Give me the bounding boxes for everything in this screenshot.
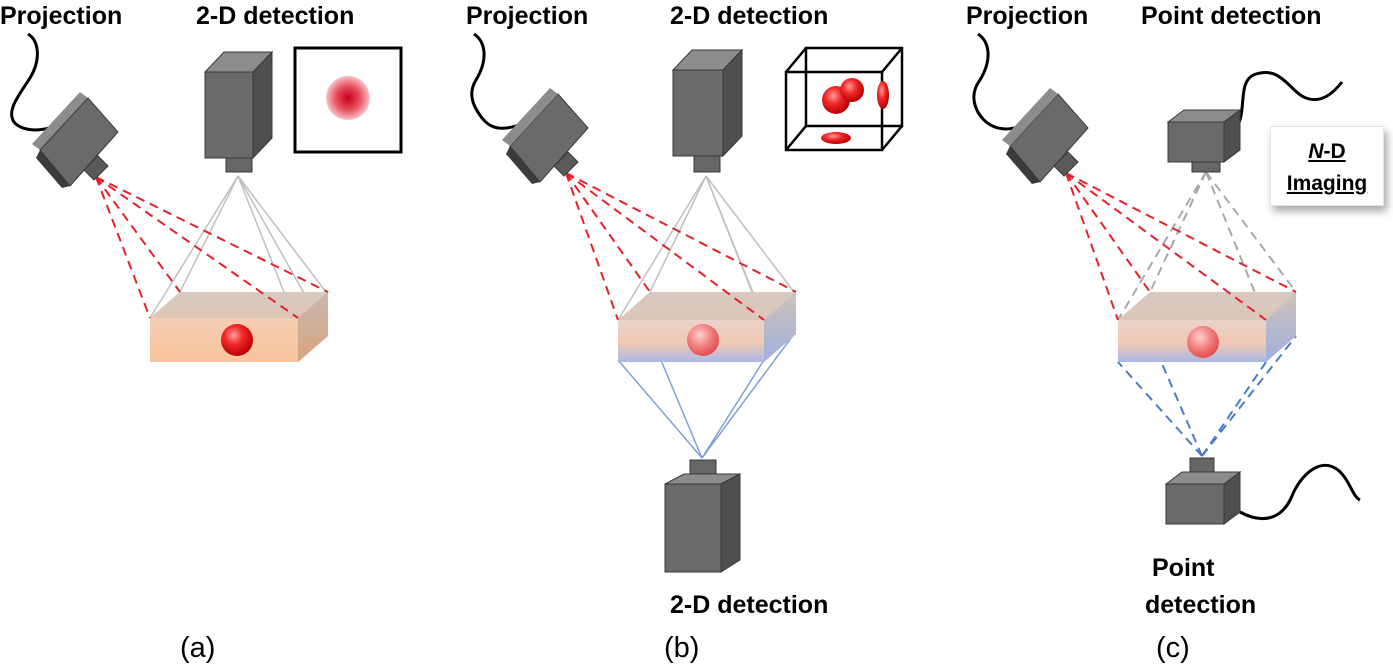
top-2d-camera xyxy=(203,50,274,173)
nd-imaging-line2: Imaging xyxy=(1286,172,1368,195)
panel-c-projection-label: Projection xyxy=(966,2,1089,30)
top-point-detector xyxy=(1166,109,1242,173)
absorber-sphere xyxy=(221,324,253,356)
absorber-sphere xyxy=(687,324,719,356)
panel-c-caption: (c) xyxy=(1156,632,1190,664)
nd-rest: -D xyxy=(1323,140,1346,163)
panel-c-bottom-detector-label-1: Point xyxy=(1152,554,1215,582)
3d-absorbers xyxy=(821,78,889,144)
projector-camera xyxy=(1002,88,1089,184)
top-detector-cable xyxy=(1234,71,1344,129)
projection-rays xyxy=(1065,172,1297,321)
panel-b-top-detector-label: 2-D detection xyxy=(670,2,829,30)
projection-rays xyxy=(95,176,329,319)
bottom-detector-cable xyxy=(1239,463,1361,521)
panel-b-projection-label: Projection xyxy=(466,2,589,30)
projector-camera xyxy=(502,88,589,184)
panel-b-caption: (b) xyxy=(664,632,700,664)
panel-c-top-detector-label: Point detection xyxy=(1141,2,1322,30)
projector-cable xyxy=(470,32,523,130)
projector-cable xyxy=(972,32,1025,131)
panel-a-top-detector-label: 2-D detection xyxy=(196,2,355,30)
panel-a xyxy=(10,32,403,362)
bottom-point-detector xyxy=(1164,457,1242,525)
panel-c-bottom-detector-label-2: detection xyxy=(1145,591,1257,619)
3d-volume-cube xyxy=(784,46,904,152)
nd-imaging-card: N-D Imaging xyxy=(1270,126,1384,206)
nd-imaging-line1: N-D xyxy=(1271,141,1383,162)
panel-a-caption: (a) xyxy=(180,632,216,664)
tissue-block xyxy=(150,292,328,362)
absorber-sphere xyxy=(1187,326,1219,358)
projector-camera xyxy=(32,92,119,188)
projector-cable xyxy=(10,32,59,132)
nd-italic-n: N xyxy=(1308,140,1324,163)
tissue-block xyxy=(1118,292,1296,362)
bottom-2d-camera xyxy=(664,459,741,573)
tissue-block xyxy=(618,292,796,362)
panel-c xyxy=(972,32,1361,525)
projection-rays xyxy=(565,172,797,321)
absorber-blob xyxy=(326,76,370,120)
panel-b xyxy=(470,32,904,573)
top-2d-camera xyxy=(671,48,744,173)
panel-a-projection-label: Projection xyxy=(0,2,123,30)
panel-b-bottom-detector-label: 2-D detection xyxy=(670,591,829,619)
2d-image-frame xyxy=(293,46,403,154)
